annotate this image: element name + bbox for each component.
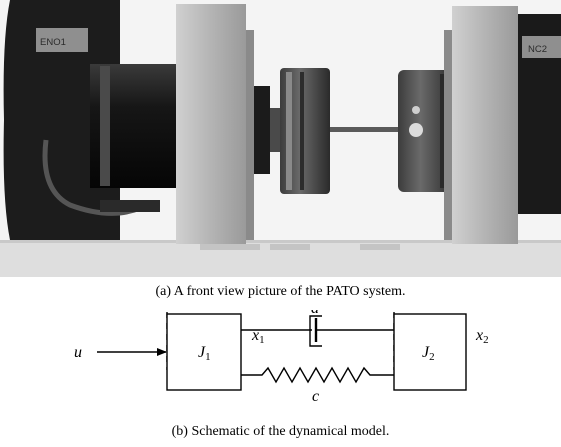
mass-j2: [393, 313, 467, 391]
right-encoder: NC2: [518, 14, 561, 214]
mass-j1-label: J1: [198, 344, 211, 363]
damper-label: d: [311, 310, 320, 317]
encoder-left-label: ENO1: [40, 37, 66, 48]
x1-label: x1: [251, 327, 265, 346]
figure-caption-a: (a) A front view picture of the PATO sys…: [155, 284, 406, 299]
mass-j1: [166, 313, 242, 391]
mass-j2-label: J2: [422, 344, 435, 363]
shaft: [330, 127, 400, 132]
spring: [241, 366, 394, 384]
left-coupling: [254, 68, 330, 194]
left-motor: ENO1: [3, 0, 182, 240]
encoder-right-label: NC2: [528, 44, 547, 55]
damper: [241, 315, 394, 347]
figure-caption-b: (b) Schematic of the dynamical model.: [171, 424, 390, 439]
left-mount-plate: [176, 4, 246, 244]
spring-label: c: [312, 388, 319, 405]
right-coupling: [398, 70, 454, 192]
dynamical-model-schematic: x1 x2 u J1 J2 d c: [74, 310, 489, 405]
input-label: u: [74, 344, 82, 361]
right-mount-plate: [452, 6, 518, 244]
x2-label: x2: [475, 327, 489, 346]
pato-system-photo: ENO1 NC2: [0, 0, 561, 277]
